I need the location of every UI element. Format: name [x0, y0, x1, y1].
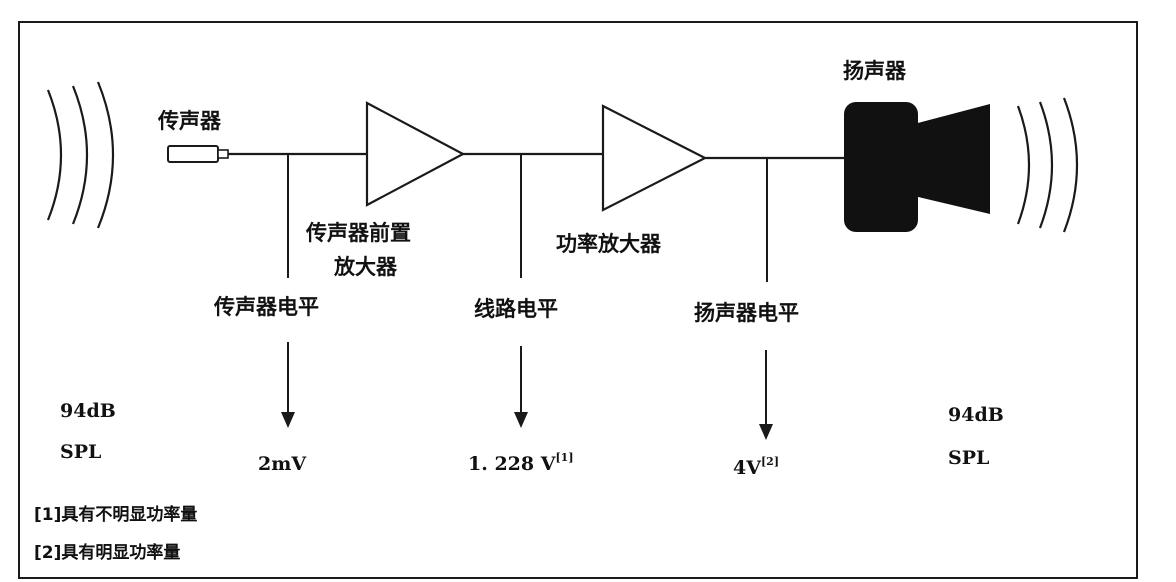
- speaker-level-label: 扬声器电平: [694, 301, 799, 325]
- footnote-2: [2]具有明显功率量: [34, 542, 180, 563]
- speaker-icon: [844, 102, 990, 232]
- speaker-level-ref: [2]: [761, 455, 779, 468]
- line-level-value-group: 1. 228 V[1]: [468, 451, 574, 475]
- input-sound-waves-icon: [46, 81, 115, 229]
- output-spl-db: 94dB: [948, 404, 1004, 426]
- signal-line: [228, 152, 846, 160]
- level-tap-lines: [287, 154, 768, 282]
- mic-level-label: 传声器电平: [213, 295, 319, 319]
- mic-level-value: 2mV: [258, 453, 307, 475]
- power-amp-label: 功率放大器: [556, 232, 662, 256]
- power-amp-triangle-icon: [601, 104, 708, 212]
- input-spl-db: 94dB: [60, 400, 116, 422]
- speaker-level-value: 4V: [733, 457, 762, 479]
- speaker-level-value-group: 4V[2]: [733, 455, 779, 479]
- mic-preamp-label-line1: 传声器前置: [305, 221, 411, 245]
- input-spl-unit: SPL: [60, 441, 101, 463]
- output-sound-waves-icon: [1016, 97, 1079, 233]
- down-arrow-icons: [281, 342, 773, 440]
- line-level-value: 1. 228 V: [468, 453, 557, 475]
- footnote-1: [1]具有不明显功率量: [34, 504, 197, 525]
- speaker-label: 扬声器: [843, 59, 907, 83]
- line-level-label: 线路电平: [474, 297, 558, 321]
- line-level-ref: [1]: [555, 451, 573, 464]
- output-spl-unit: SPL: [948, 447, 989, 469]
- mic-preamp-label-line2: 放大器: [333, 255, 398, 279]
- diagram-frame: [18, 21, 1138, 579]
- mic-preamp-triangle-icon: [365, 101, 466, 207]
- microphone-label: 传声器: [157, 109, 222, 133]
- microphone-icon: [167, 145, 229, 163]
